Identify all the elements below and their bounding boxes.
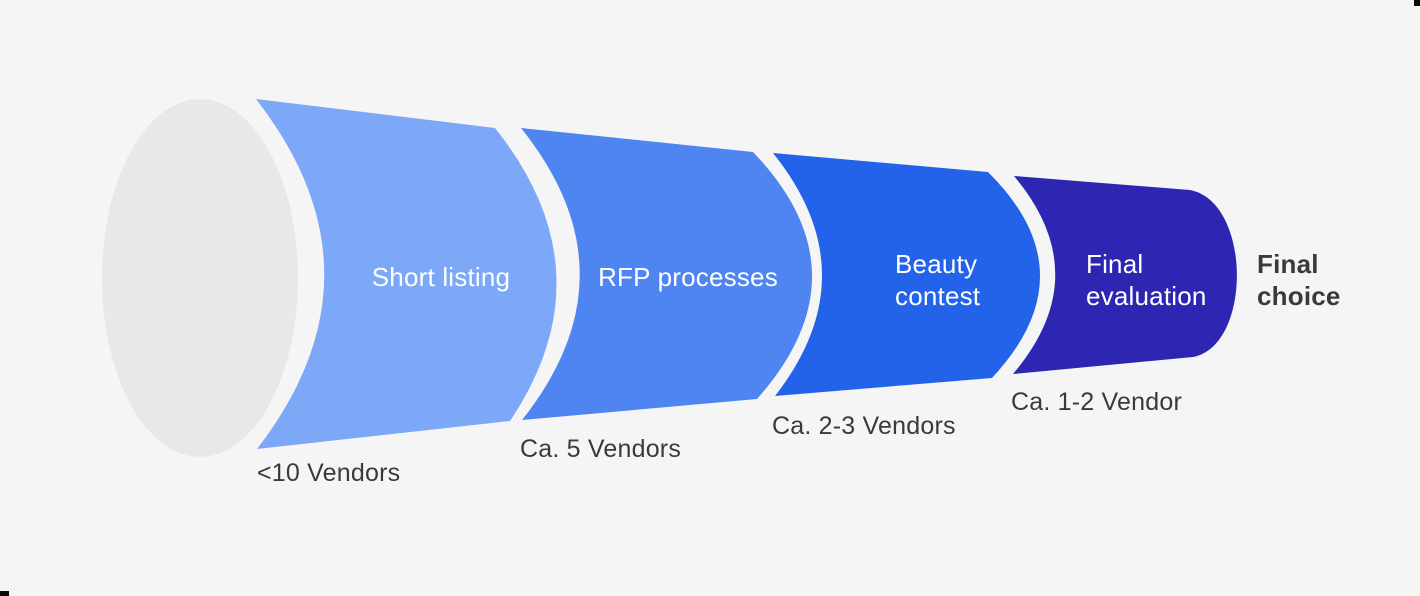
stage-segment-rfp-processes [521,128,813,420]
stage-label-short-listing: Short listing [372,262,510,292]
vendor-count-rfp-processes: Ca. 5 Vendors [520,435,681,463]
final-choice-label: Final choice [1257,249,1341,311]
stage-label-beauty-contest: Beauty contest [895,249,985,311]
vendor-count-beauty-contest: Ca. 2-3 Vendors [772,412,956,440]
stage-segment-beauty-contest [773,153,1041,396]
stage-label-line: Final [1086,249,1143,279]
stage-label-rfp-processes: RFP processes [598,262,778,292]
stage-label-line: Beauty [895,249,977,279]
final-choice-line: choice [1257,281,1341,311]
stage-segment-final-evaluation [1013,176,1237,374]
stage-segment-short-listing [256,99,557,449]
screen-corner-artifact-bottom-left [0,591,9,596]
screen-corner-artifact-top-right [1414,0,1420,6]
final-choice-line: Final [1257,249,1319,279]
stage-label-line: contest [895,281,981,311]
vendor-count-final-evaluation: Ca. 1-2 Vendor [1011,388,1182,416]
funnel-mouth-ellipse [102,99,298,457]
stage-label-line: evaluation [1086,281,1207,311]
vendor-count-short-listing: <10 Vendors [257,459,400,487]
stage-label-final-evaluation: Final evaluation [1086,249,1207,311]
